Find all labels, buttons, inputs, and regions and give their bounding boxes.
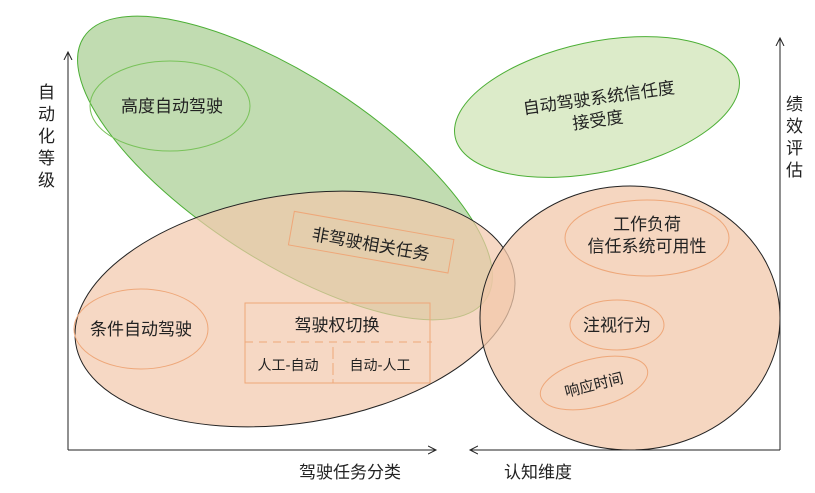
takeover-auto-to-manual: 自动-人工: [349, 358, 410, 374]
axis-char: 评: [786, 139, 803, 159]
response-time-bubble: [539, 355, 649, 411]
trust-region: [454, 36, 740, 178]
axis-char: 动: [38, 105, 55, 125]
gaze-label: 注视行为: [583, 316, 651, 336]
workload-label-line2: 信任系统可用性: [588, 237, 707, 257]
non-driving-task-box: [287, 210, 455, 274]
high-automation-bubble: [89, 60, 251, 152]
left-y-axis-label: 自 动 化 等 级: [38, 83, 55, 191]
takeover-box: [244, 302, 431, 384]
x-right-axis-label: 认知维度: [504, 463, 572, 483]
workload-bubble: [564, 199, 730, 277]
takeover-title: 驾驶权切换: [295, 316, 380, 336]
axis-char: 等: [38, 149, 55, 169]
right-y-axis-label: 绩 效 评 估: [786, 95, 803, 181]
high-automation-label: 高度自动驾驶: [121, 97, 223, 117]
gaze-bubble: [569, 299, 665, 351]
conditional-automation-label: 条件自动驾驶: [90, 320, 192, 340]
axis-char: 效: [786, 117, 803, 137]
axis-char: 化: [38, 127, 55, 147]
cognitive-region: [479, 185, 781, 451]
conditional-bubble: [73, 288, 209, 370]
workload-label-line1: 工作负荷: [613, 215, 681, 235]
axis-char: 自: [38, 83, 55, 103]
takeover-manual-to-auto: 人工-自动: [257, 358, 318, 374]
axis-char: 绩: [786, 95, 803, 115]
axis-char: 估: [786, 161, 803, 181]
axis-char: 级: [38, 171, 55, 191]
x-left-axis-label: 驾驶任务分类: [299, 463, 401, 483]
